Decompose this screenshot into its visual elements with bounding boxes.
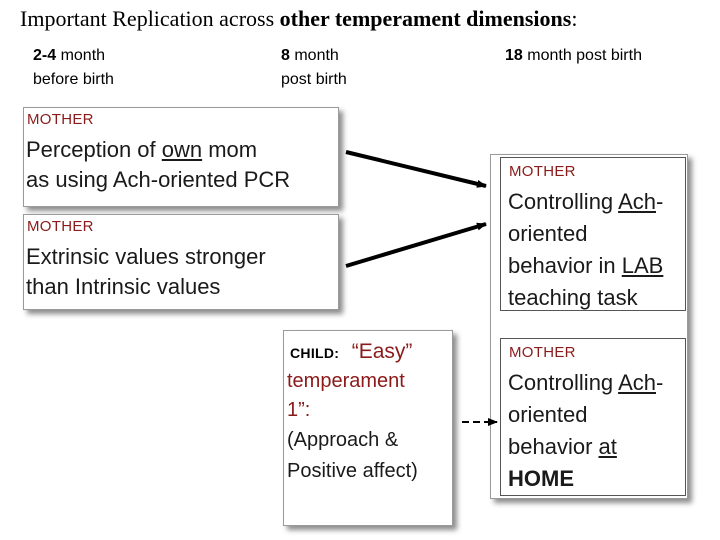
box2-l1: Extrinsic values stronger [26,244,266,269]
box4-text: Controlling Ach- oriented behavior in LA… [508,186,663,314]
arrow-values-to-lab [345,222,487,268]
box3-l5: Positive affect) [287,460,418,482]
box-mother-extrinsic-values: MOTHER Extrinsic values stronger than In… [23,214,339,310]
box2-text: Extrinsic values stronger than Intrinsic… [26,242,266,302]
timeline-18-unit: month post birth [522,47,642,64]
box5-l2: oriented [508,402,588,427]
box5-role: MOTHER [509,344,576,361]
box1-l1c: mom [202,137,258,162]
box4-l4: teaching task [508,285,638,310]
box1-l1b: own [161,137,203,162]
box5-l1a: Controlling [508,370,619,395]
box4-l2: oriented [508,221,588,246]
timeline-8-number: 8 [281,47,290,64]
box3-l2: temperament [287,370,405,392]
title-part2: other temperament dimensions [279,6,572,31]
timeline-8-qualifier: post birth [281,71,347,88]
box5-l3b: at [598,434,617,459]
box3-l4: (Approach & [287,429,399,451]
timeline-label-18-month: 18 month post birth [505,44,642,68]
box3-role: CHILD: [290,345,340,361]
box5-l4: HOME [508,466,574,491]
timeline-label-8-month: 8 month post birth [281,44,347,92]
box2-l2: than Intrinsic values [26,274,221,299]
timeline-label-prenatal: 2-4 month before birth [33,44,114,92]
box4-l3b: LAB [621,253,664,278]
box3-l3: 1”: [287,399,311,421]
arrow-perception-to-lab [345,150,487,188]
box4-role: MOTHER [509,163,576,180]
title-part1: Important Replication across [20,6,280,31]
page-title: Important Replication across other tempe… [20,6,710,32]
box1-l1a: Perception of [26,137,162,162]
box3-text: temperament 1”: (Approach & Positive aff… [287,367,418,487]
box4-l1b: Ach [618,189,656,214]
box5-l1c: - [656,370,664,395]
box5-text: Controlling Ach- oriented behavior at HO… [508,367,663,495]
box-mother-lab-behavior: MOTHER Controlling Ach- oriented behavio… [500,157,686,311]
box-child-easy-temperament: CHILD: “Easy” temperament 1”: (Approach … [283,330,453,526]
box-mother-perception-pcr: MOTHER Perception of own mom as using Ac… [23,107,339,207]
box-mother-home-behavior: MOTHER Controlling Ach- oriented behavio… [500,338,686,496]
title-part3: : [571,6,578,31]
timeline-prenatal-number: 2-4 [33,47,57,64]
box1-role: MOTHER [27,111,94,128]
timeline-18-number: 18 [505,47,523,64]
box1-text: Perception of own mom as using Ach-orien… [26,135,290,195]
box5-l3a: behavior [508,434,599,459]
box4-l1c: - [656,189,664,214]
box4-l1a: Controlling [508,189,619,214]
timeline-8-unit: month [289,47,339,64]
timeline-prenatal-qualifier: before birth [33,71,114,88]
box5-l1b: Ach [618,370,656,395]
box2-role: MOTHER [27,218,94,235]
box4-l3a: behavior in [508,253,622,278]
box1-l2: as using Ach-oriented PCR [26,167,291,192]
box3-header: CHILD: “Easy” [290,337,412,366]
timeline-prenatal-unit: month [56,47,106,64]
box3-quote: “Easy” [351,340,413,363]
